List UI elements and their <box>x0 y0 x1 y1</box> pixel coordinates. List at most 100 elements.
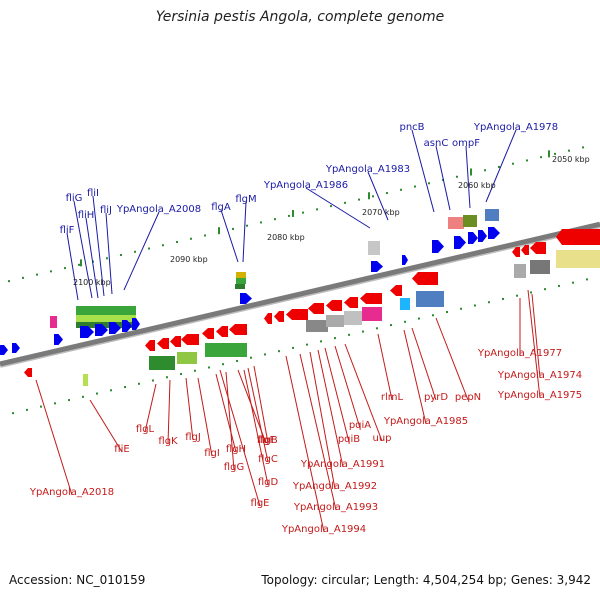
scale-dot <box>554 152 556 155</box>
reverse-gene <box>390 285 402 296</box>
feature-box <box>326 315 344 327</box>
feature-box <box>514 264 526 278</box>
forward-gene <box>122 320 132 332</box>
scale-dot <box>260 221 262 224</box>
forward-gene <box>454 236 466 249</box>
scale-tick-label: 2100 kbp <box>73 278 111 287</box>
callout-line <box>144 383 157 433</box>
feature-box <box>177 352 197 364</box>
scale-dot <box>484 169 486 172</box>
reverse-gene <box>308 303 324 314</box>
scale-dot <box>36 273 38 276</box>
top-gene-label: YpAngola_A1978 <box>473 122 558 133</box>
scale-dot <box>386 192 388 195</box>
scale-dot <box>292 346 294 349</box>
scale-dot <box>526 159 528 162</box>
bottom-gene-label: YpAngola_A1974 <box>497 370 582 381</box>
scale-dot <box>414 185 416 188</box>
scale-dot <box>110 389 112 392</box>
scale-dot <box>404 320 406 323</box>
scale-dot <box>334 337 336 340</box>
scale-dot <box>264 353 266 356</box>
bottom-gene-label: YpAngola_A1992 <box>292 481 377 492</box>
top-gene-label: YpAngola_A2008 <box>116 204 201 215</box>
scale-dot <box>246 224 248 227</box>
scale-tick-label: 2070 kbp <box>362 208 400 217</box>
bottom-gene-label: flgI <box>204 448 220 459</box>
callout-line <box>527 289 541 399</box>
callout-line <box>197 377 213 457</box>
feature-box <box>76 322 136 328</box>
scale-dot <box>106 257 108 260</box>
scale-dot <box>320 340 322 343</box>
bottom-gene-label: YpAngola_A2018 <box>29 487 114 498</box>
scale-dot <box>428 182 430 185</box>
callout-line <box>317 349 344 468</box>
bottom-gene-label: flgB <box>258 435 278 446</box>
forward-gene <box>109 322 121 334</box>
callout-line <box>85 217 99 299</box>
reverse-gene <box>274 311 284 322</box>
scale-dot <box>82 395 84 398</box>
callout-line <box>344 343 383 442</box>
feature-box <box>416 291 444 307</box>
major-tick <box>368 192 370 200</box>
callout-line <box>299 353 337 511</box>
reverse-gene <box>326 300 342 311</box>
reverse-gene <box>512 247 520 257</box>
forward-gene <box>240 293 252 304</box>
feature-box <box>306 320 328 332</box>
feature-box <box>236 272 246 278</box>
callout-line <box>411 129 435 213</box>
feature-box <box>76 306 136 315</box>
forward-gene <box>132 318 140 330</box>
bottom-gene-label: flgC <box>258 454 278 465</box>
scale-dot <box>120 254 122 257</box>
callout-line <box>89 399 123 453</box>
top-gene-label: ompF <box>452 138 480 149</box>
top-gene-label: YpAngola_A1986 <box>263 180 348 191</box>
scale-dot <box>180 372 182 375</box>
bottom-gene-label: YpAngola_A1975 <box>497 390 582 401</box>
scale-dot <box>474 304 476 307</box>
scale-dot <box>12 412 14 415</box>
scale-dot <box>194 369 196 372</box>
scale-dot <box>488 301 490 304</box>
reverse-gene <box>145 340 155 351</box>
scale-dot <box>96 392 98 395</box>
reverse-gene <box>24 368 32 377</box>
accession-label: Accession: NC_010159 <box>9 573 146 587</box>
scale-dot <box>316 208 318 211</box>
scale-dot <box>358 198 360 201</box>
callout-line <box>92 195 105 297</box>
feature-box <box>205 343 247 357</box>
callout-line <box>105 212 113 295</box>
forward-gene <box>432 240 444 253</box>
scale-dot <box>148 247 150 250</box>
callout-line <box>35 379 73 496</box>
reverse-gene <box>264 313 272 324</box>
feature-box <box>448 217 464 229</box>
callout-line <box>367 171 389 221</box>
scale-dot <box>138 382 140 385</box>
callout-line <box>73 200 93 299</box>
callout-line <box>167 379 171 445</box>
feature-box <box>236 278 246 284</box>
top-gene-label: fliI <box>87 188 99 199</box>
bottom-gene-label: flgG <box>224 462 244 473</box>
scale-dot <box>204 234 206 237</box>
scale-dot <box>68 399 70 402</box>
callout-line <box>435 317 469 401</box>
top-gene-label: fliG <box>66 193 83 204</box>
feature-box <box>149 356 175 370</box>
bottom-gene-label: flgE <box>251 498 270 509</box>
scale-dot <box>530 291 532 294</box>
major-tick <box>80 259 82 267</box>
scale-dot <box>250 356 252 359</box>
scale-dot <box>134 250 136 253</box>
scale-dot <box>8 280 10 283</box>
callout-line <box>305 187 371 229</box>
scale-dot <box>26 408 28 411</box>
